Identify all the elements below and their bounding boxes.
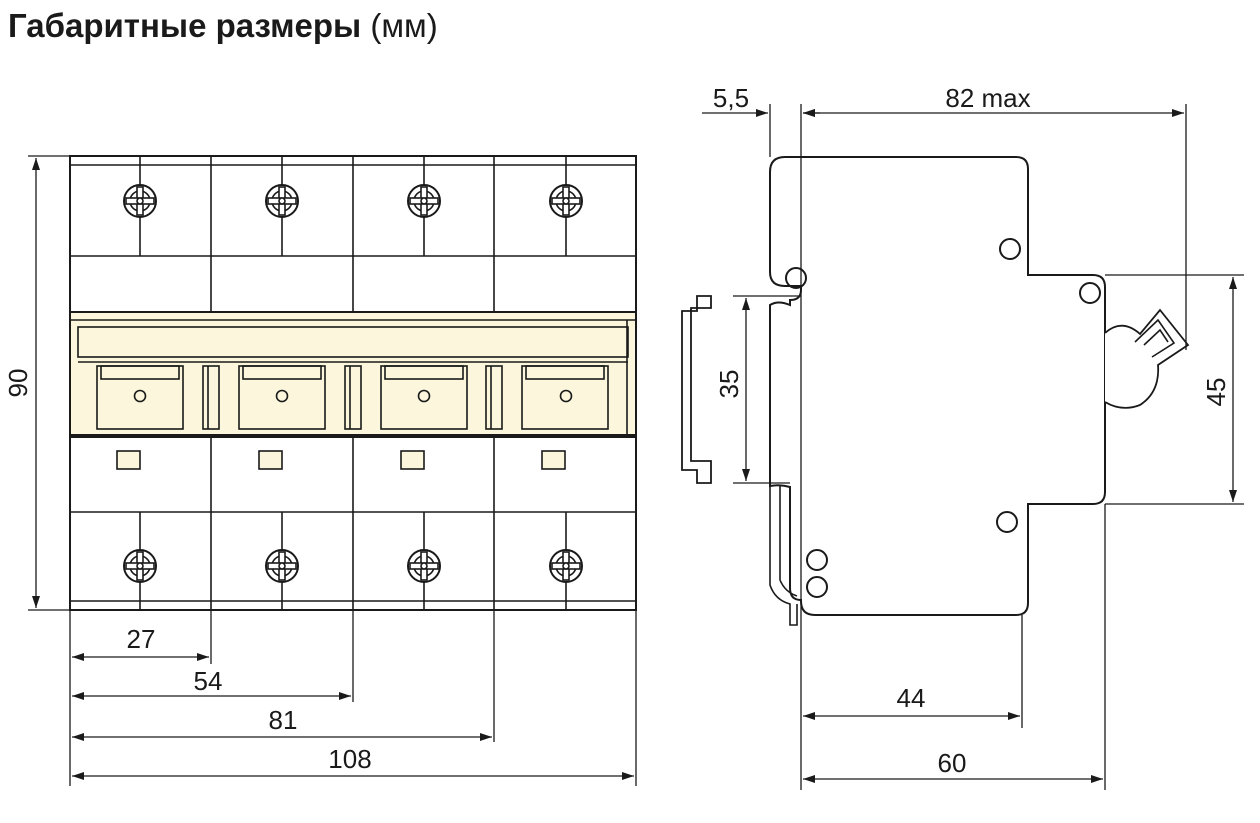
lever-pole-4 <box>521 365 609 430</box>
label-54: 54 <box>194 666 223 696</box>
indicator-window-2 <box>258 450 283 470</box>
screw-icon <box>123 184 157 218</box>
label-45: 45 <box>1201 378 1231 407</box>
lever-bar <box>77 326 629 358</box>
page-title: Габаритные размеры (мм) <box>8 2 438 50</box>
label-81: 81 <box>269 705 298 735</box>
label-82-max: 82 max <box>945 83 1030 113</box>
label-90: 90 <box>3 369 33 398</box>
screw-icon <box>549 184 583 218</box>
screw-icon <box>407 184 441 218</box>
label-5-5: 5,5 <box>713 83 749 113</box>
label-108: 108 <box>328 744 371 774</box>
din-clip <box>769 486 798 626</box>
hole <box>999 238 1021 260</box>
screw-icon <box>549 549 583 583</box>
side-body-outline <box>769 156 1106 616</box>
title-unit: (мм) <box>370 7 438 44</box>
label-35: 35 <box>714 370 744 399</box>
indicator-window-3 <box>400 450 425 470</box>
handle-toggle <box>1104 308 1190 409</box>
front-view <box>69 155 637 611</box>
label-60: 60 <box>938 748 967 778</box>
indicator-window-1 <box>116 450 141 470</box>
hole <box>1079 282 1101 304</box>
label-27: 27 <box>127 624 156 654</box>
title-main: Габаритные размеры <box>8 7 362 44</box>
screw-icon <box>265 549 299 583</box>
screw-icon <box>265 184 299 218</box>
hole <box>806 549 828 571</box>
indicator-window-4 <box>541 450 566 470</box>
din-rail <box>681 295 712 484</box>
lever-pole-1 <box>96 365 220 430</box>
hole <box>806 576 828 598</box>
label-44: 44 <box>897 683 926 713</box>
screw-icon <box>123 549 157 583</box>
hole <box>996 511 1018 533</box>
lever-pole-2 <box>238 365 362 430</box>
side-dimensions <box>702 104 1244 790</box>
hole <box>785 267 807 289</box>
lever-pole-3 <box>380 365 503 430</box>
side-view <box>681 156 1190 626</box>
front-dimensions <box>28 155 637 786</box>
screw-icon <box>407 549 441 583</box>
